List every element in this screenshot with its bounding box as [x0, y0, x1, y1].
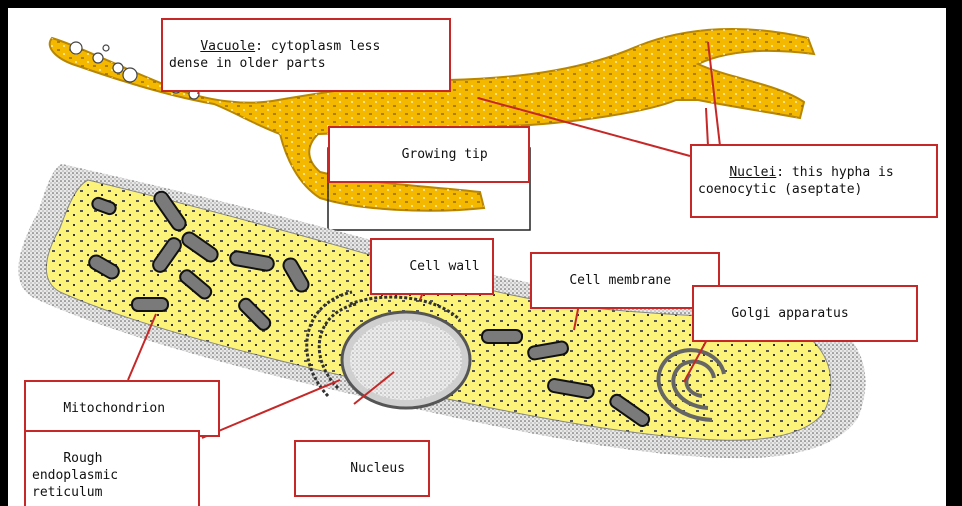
vacuole-label: Vacuole: cytoplasm less dense in older pa… — [161, 18, 451, 92]
vacuole-desc-line2: dense in older parts — [169, 56, 326, 71]
nuclei-term: Nuclei — [729, 165, 776, 180]
nuclei-desc-line2: coenocytic (aseptate) — [698, 182, 862, 197]
nuclei-desc: : this hypha is — [776, 165, 893, 180]
vacuole-term: Vacuole — [200, 39, 255, 54]
vacuole-desc: : cytoplasm less — [255, 39, 380, 54]
nucleus-label: Nucleus — [294, 440, 430, 497]
mitochondrion-text: Mitochondrion — [63, 401, 165, 416]
rough-er-label: Rough endoplasmic reticulum — [24, 430, 200, 506]
growing-tip-text: Growing tip — [402, 147, 488, 162]
golgi-label: Golgi apparatus — [692, 285, 918, 342]
nucleus — [342, 312, 470, 408]
nucleus-text: Nucleus — [350, 461, 405, 476]
growing-tip-label: Growing tip — [328, 126, 530, 183]
golgi-text: Golgi apparatus — [731, 306, 848, 321]
rough-er-line1: Rough — [63, 451, 102, 466]
rough-er-line3: reticulum — [32, 485, 102, 500]
mitochondrion-label: Mitochondrion — [24, 380, 220, 437]
diagram-frame: Vacuole: cytoplasm less dense in older pa… — [8, 8, 946, 506]
cell-wall-text: Cell wall — [409, 259, 479, 274]
rough-er-line2: endoplasmic — [32, 468, 118, 483]
cell-membrane-text: Cell membrane — [569, 273, 671, 288]
nuclei-label: Nuclei: this hypha is coenocytic (aseptat… — [690, 144, 938, 218]
cell-wall-label: Cell wall — [370, 238, 494, 295]
